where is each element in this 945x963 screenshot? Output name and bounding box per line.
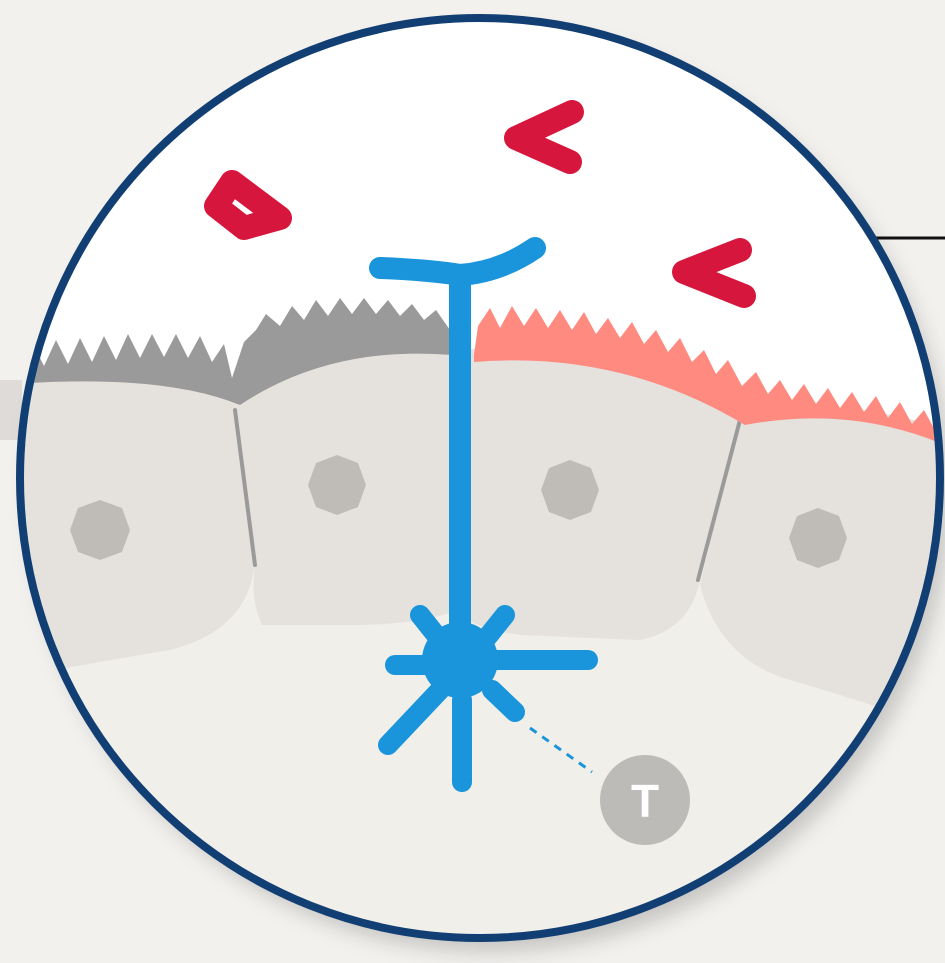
nucleus-3 [541, 460, 599, 520]
nucleus-2 [308, 455, 366, 515]
nucleus-4 [789, 508, 847, 568]
t-cell-label: T [631, 775, 659, 827]
nucleus-1 [70, 500, 130, 560]
